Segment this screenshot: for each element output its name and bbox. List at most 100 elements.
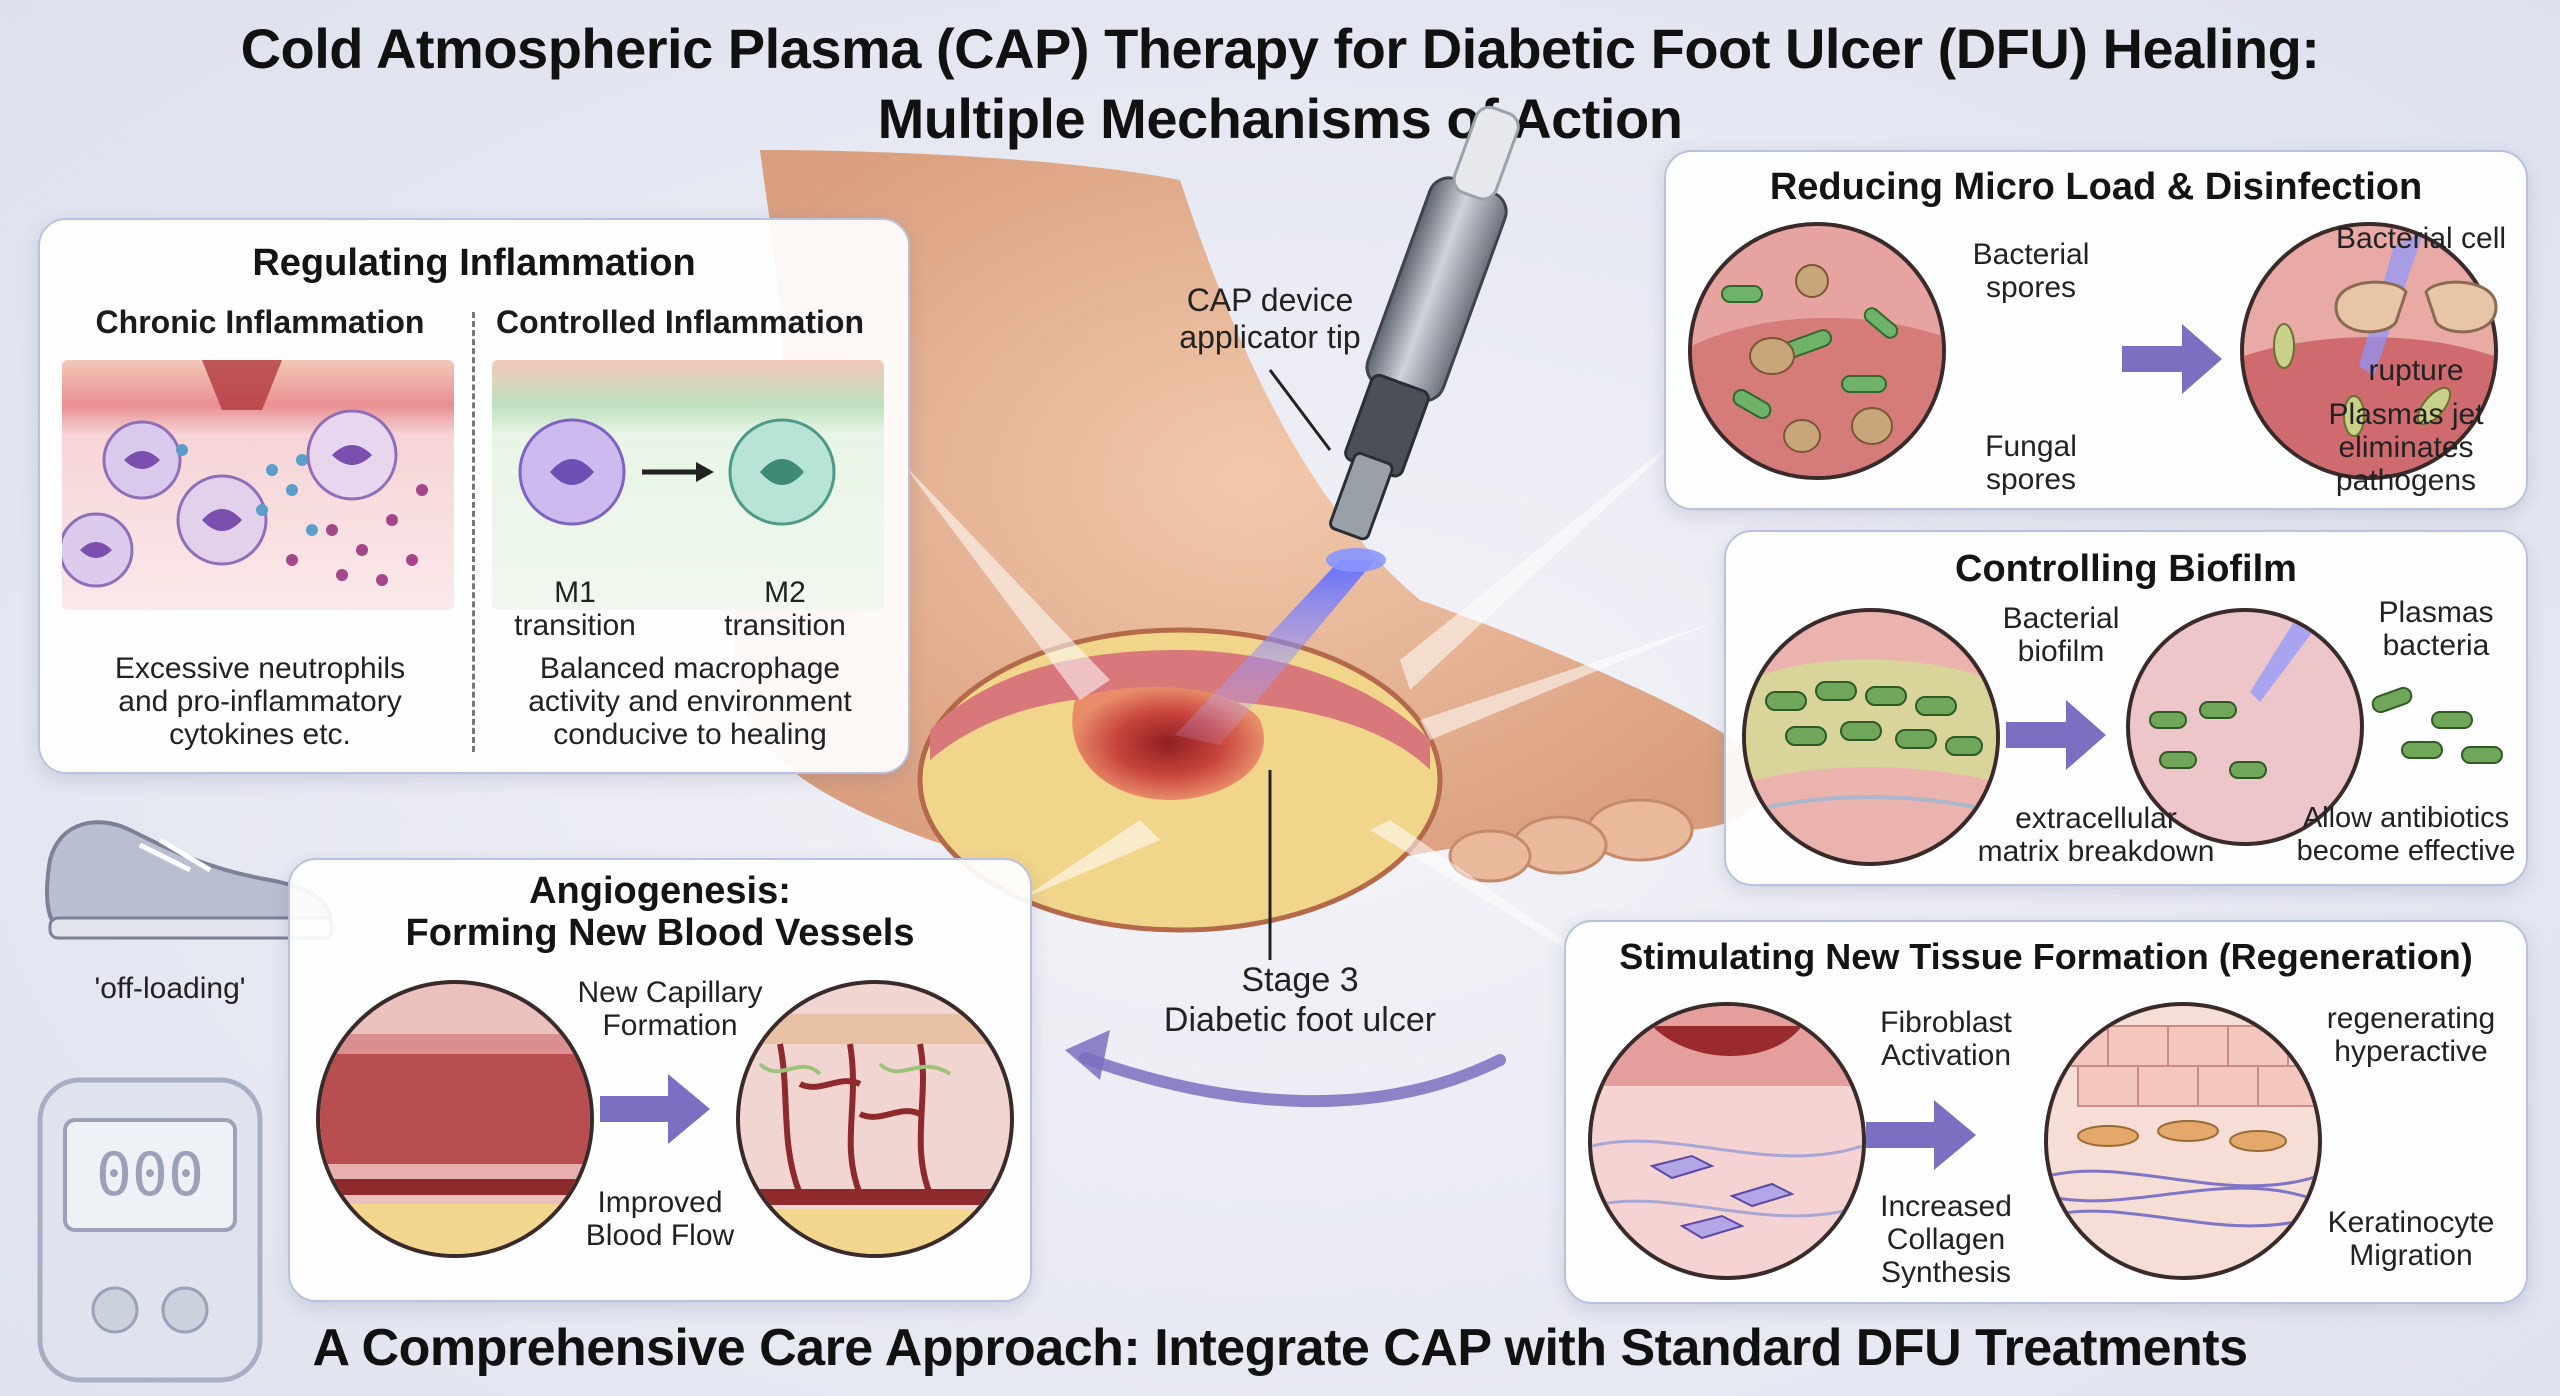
controlled-tissue [492, 360, 884, 610]
antibiotics-label-1: Allow antibiotics [2302, 802, 2510, 834]
angiogenesis-title-2: Forming New Blood Vessels [405, 912, 915, 954]
regenerating-label: regenerating hyperactive [2306, 1002, 2516, 1068]
m2-label: M2 transition [710, 576, 860, 642]
jet-label-3: pathogens [2335, 464, 2477, 497]
chronic-caption-3: cytokines etc. [169, 718, 351, 751]
ulcer-label-line2: Diabetic foot ulcer [1163, 1001, 1437, 1039]
bloodflow-1: Improved [597, 1186, 723, 1219]
collagen-label: Increased Collagen Synthesis [1846, 1190, 2046, 1289]
fibroblast-2: Activation [1880, 1039, 2012, 1072]
controlled-caption: Balanced macrophage activity and environ… [480, 652, 900, 751]
capillary-1: New Capillary [577, 976, 763, 1009]
m1-sub: transition [514, 609, 636, 642]
m2-text: M2 [764, 576, 806, 609]
chronic-caption-2: and pro-inflammatory [118, 685, 402, 718]
biofilm-after-circle [2126, 608, 2364, 846]
angiogenesis-arrow [600, 1074, 710, 1144]
microload-arrow [2122, 324, 2222, 394]
bloodflow-label: Improved Blood Flow [560, 1186, 760, 1252]
microload-after-circle [2240, 222, 2498, 480]
bacterial-spores-2: spores [1985, 271, 2077, 304]
angiogenesis-title: Angiogenesis: Forming New Blood Vessels [290, 870, 1030, 954]
m1-label: M1 transition [500, 576, 650, 642]
rupture-label: rupture [2368, 354, 2464, 387]
controlled-caption-2: activity and environment [528, 685, 852, 718]
inflammation-panel: Regulating Inflammation Chronic Inflamma… [38, 218, 910, 774]
angiogenesis-title-1: Angiogenesis: [529, 870, 791, 912]
regenerating-2: hyperactive [2334, 1035, 2488, 1068]
keratinocyte-2: Migration [2349, 1239, 2473, 1272]
glucometer-display: 000 [95, 1140, 205, 1210]
regen-before-circle [1588, 1002, 1866, 1280]
bacterial-biofilm-label: Bacterial biofilm [1976, 602, 2146, 668]
jet-label-2: eliminates [2338, 431, 2474, 464]
keratinocyte-1: Keratinocyte [2327, 1206, 2495, 1239]
collagen-3: Synthesis [1880, 1256, 2012, 1289]
bacterial-spores-label: Bacterial spores [1956, 238, 2106, 304]
microload-title: Reducing Micro Load & Disinfection [1769, 166, 2423, 208]
biofilm-panel: Controlling Biofilm Bacterial biofilm [1724, 530, 2528, 886]
inflammation-title: Regulating Inflammation [252, 242, 696, 284]
fibroblast-label: Fibroblast Activation [1856, 1006, 2036, 1072]
fibroblast-1: Fibroblast [1880, 1006, 2012, 1039]
capillary-label: New Capillary Formation [550, 976, 790, 1042]
biofilm-arrow [2006, 700, 2106, 770]
m2-sub: transition [724, 609, 846, 642]
jet-label: Plasmas jet eliminates pathogens [2306, 398, 2506, 497]
bacterial-biofilm-1: Bacterial [2002, 602, 2120, 635]
device-label-line2: applicator tip [1179, 319, 1361, 355]
offloading-label: 'off-loading' [94, 972, 246, 1005]
antibiotics-label: Allow antibiotics become effective [2286, 802, 2526, 868]
chronic-caption: Excessive neutrophils and pro-inflammato… [60, 652, 460, 751]
page-title-line1: Cold Atmospheric Plasma (CAP) Therapy fo… [240, 17, 2320, 80]
plasmas-bacteria-2: bacteria [2382, 629, 2490, 662]
device-label: CAP device applicator tip [1140, 282, 1400, 356]
angio-before-circle [316, 980, 594, 1258]
fungal-spores-2: spores [1985, 463, 2077, 496]
jet-label-1: Plasmas jet [2328, 398, 2484, 431]
ecm-label: extracellular matrix breakdown [1946, 802, 2246, 868]
controlled-caption-1: Balanced macrophage [539, 652, 841, 685]
biofilm-before-circle [1742, 608, 2000, 866]
released-bacteria-icon [2371, 686, 2503, 764]
bacterial-spores-1: Bacterial [1972, 238, 2090, 271]
regenerating-1: regenerating [2326, 1002, 2496, 1035]
plasmas-bacteria-label: Plasmas bacteria [2346, 596, 2526, 662]
chronic-heading: Chronic Inflammation [95, 304, 425, 340]
regen-after-circle [2044, 1002, 2322, 1280]
fungal-spores-1: Fungal [1985, 430, 2077, 463]
bacterial-cell-label: Bacterial cell [2335, 222, 2507, 255]
angiogenesis-panel: Angiogenesis: Forming New Blood Vessels … [288, 858, 1032, 1302]
controlled-caption-3: conducive to healing [553, 718, 827, 751]
fungal-spores-label: Fungal spores [1956, 430, 2106, 496]
collagen-1: Increased [1880, 1190, 2012, 1223]
capillary-2: Formation [602, 1009, 738, 1042]
controlled-heading: Controlled Inflammation [496, 304, 864, 340]
bloodflow-2: Blood Flow [585, 1219, 735, 1252]
ulcer-label-line1: Stage 3 [1241, 961, 1359, 999]
ruptured-cell-icon [2334, 280, 2498, 334]
collagen-2: Collagen [1886, 1223, 2006, 1256]
regeneration-arrow [1866, 1100, 1976, 1170]
keratinocyte-label: Keratinocyte Migration [2306, 1206, 2516, 1272]
chronic-tissue [62, 360, 454, 610]
regeneration-panel: Stimulating New Tissue Formation (Regene… [1564, 920, 2528, 1304]
device-label-line1: CAP device [1186, 282, 1354, 318]
footer-caption: A Comprehensive Care Approach: Integrate… [312, 1319, 2248, 1377]
chronic-caption-1: Excessive neutrophils [114, 652, 406, 685]
microload-before-circle [1688, 222, 1946, 480]
ecm-label-2: matrix breakdown [1977, 835, 2215, 868]
ulcer-label: Stage 3 Diabetic foot ulcer [1110, 960, 1490, 1040]
bacterial-biofilm-2: biofilm [2017, 635, 2105, 668]
page-title-line2: Multiple Mechanisms of Action [877, 87, 1683, 150]
plasmas-bacteria-1: Plasmas [2378, 596, 2494, 629]
angio-after-circle [736, 980, 1014, 1258]
ecm-label-1: extracellular [2015, 802, 2177, 835]
microload-panel: Reducing Micro Load & Disinfection Bacte… [1664, 150, 2528, 510]
biofilm-title: Controlling Biofilm [1955, 548, 2297, 590]
glucometer-icon [37, 1077, 263, 1383]
panel-divider [472, 312, 475, 752]
shoe-icon [45, 820, 334, 940]
regeneration-title: Stimulating New Tissue Formation (Regene… [1619, 936, 2473, 977]
